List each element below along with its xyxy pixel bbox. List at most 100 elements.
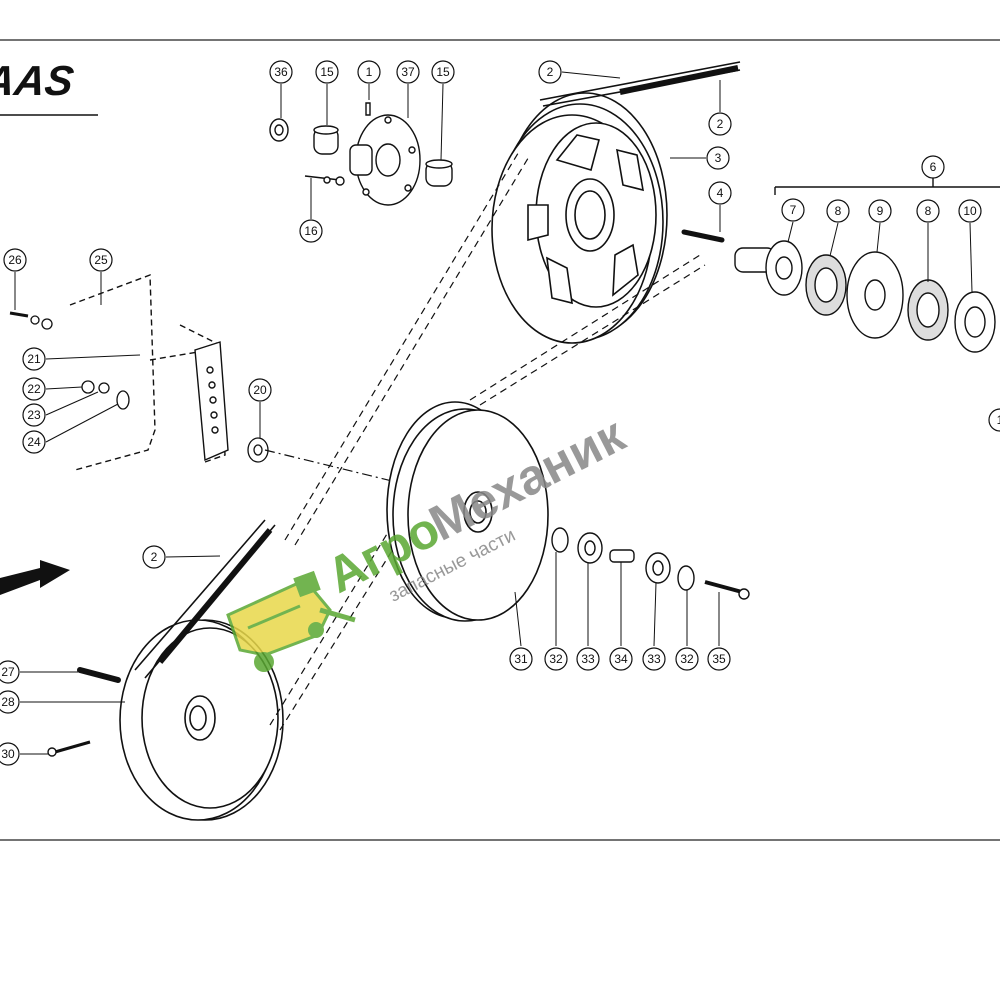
callout-c7: 7 bbox=[781, 198, 805, 222]
callout-number: 33 bbox=[581, 652, 595, 666]
callout-c9: 9 bbox=[868, 199, 892, 223]
callout-c6: 6 bbox=[921, 155, 945, 179]
callout-number: 31 bbox=[514, 652, 528, 666]
callout-circle bbox=[988, 408, 1000, 432]
callout-number: 3 bbox=[715, 151, 722, 165]
callout-number: 8 bbox=[925, 204, 932, 218]
pin-4 bbox=[681, 229, 725, 243]
callout-c4: 4 bbox=[708, 181, 732, 205]
v-belt-top bbox=[539, 61, 741, 107]
callout-number: 9 bbox=[877, 204, 884, 218]
callout-number: 34 bbox=[614, 652, 628, 666]
callout-c23: 23 bbox=[22, 403, 46, 427]
washer-24 bbox=[116, 390, 130, 410]
callout-number: 35 bbox=[712, 652, 726, 666]
circlip-32a bbox=[551, 527, 569, 553]
callout-number: 4 bbox=[717, 186, 724, 200]
callout-number: 15 bbox=[436, 65, 450, 79]
callout-c2a: 2 bbox=[538, 60, 562, 84]
lower-pulley-28 bbox=[119, 619, 284, 821]
callout-circle bbox=[708, 181, 732, 205]
callout-number: 28 bbox=[1, 695, 15, 709]
callout-number: 30 bbox=[1, 747, 15, 761]
callout-circle bbox=[89, 248, 113, 272]
callout-number: 37 bbox=[401, 65, 415, 79]
callout-circle bbox=[315, 60, 339, 84]
bearing-stack bbox=[551, 527, 750, 600]
callout-number: 32 bbox=[680, 652, 694, 666]
nut-22 bbox=[81, 380, 95, 394]
callout-c30: 30 bbox=[0, 742, 20, 766]
callout-c27: 27 bbox=[0, 660, 20, 684]
callout-c22: 22 bbox=[22, 377, 46, 401]
callout-c15a: 15 bbox=[315, 60, 339, 84]
callout-circle bbox=[248, 378, 272, 402]
callout-c3: 3 bbox=[706, 146, 730, 170]
callout-circle bbox=[142, 545, 166, 569]
callout-circle bbox=[269, 60, 293, 84]
callout-c36: 36 bbox=[269, 60, 293, 84]
callout-circle bbox=[431, 60, 455, 84]
bracket-side bbox=[194, 341, 229, 462]
callout-number: 36 bbox=[274, 65, 288, 79]
callout-c2b: 2 bbox=[708, 112, 732, 136]
fasteners-left bbox=[9, 311, 269, 463]
callout-c34: 34 bbox=[609, 647, 633, 671]
grease-nipple-1 bbox=[365, 102, 371, 116]
callout-circle bbox=[22, 347, 46, 371]
callout-c15b: 15 bbox=[431, 60, 455, 84]
callout-c16: 16 bbox=[299, 219, 323, 243]
callout-c33a: 33 bbox=[576, 647, 600, 671]
callout-number: 33 bbox=[647, 652, 661, 666]
callout-c20: 20 bbox=[248, 378, 272, 402]
callout-circle bbox=[396, 60, 420, 84]
callout-number: 1 bbox=[366, 65, 373, 79]
bolt-30 bbox=[47, 740, 91, 757]
callout-circle bbox=[0, 742, 20, 766]
callout-circle bbox=[509, 647, 533, 671]
callout-circle bbox=[921, 155, 945, 179]
leader-lines bbox=[14, 71, 973, 755]
callout-circle bbox=[958, 199, 982, 223]
watermark-combine-icon bbox=[226, 570, 356, 672]
callout-c32b: 32 bbox=[675, 647, 699, 671]
callout-circle bbox=[0, 660, 20, 684]
callout-number: 32 bbox=[549, 652, 563, 666]
callout-circle bbox=[538, 60, 562, 84]
washer-23 bbox=[98, 382, 110, 394]
callout-circle bbox=[609, 647, 633, 671]
brake-assembly bbox=[734, 178, 1000, 353]
callout-circle bbox=[868, 199, 892, 223]
hub-assembly bbox=[269, 102, 453, 206]
bolt-35 bbox=[704, 580, 743, 594]
callout-c26: 26 bbox=[3, 248, 27, 272]
callout-circle bbox=[675, 647, 699, 671]
callout-number: 21 bbox=[27, 352, 41, 366]
callout-number: 1 bbox=[997, 413, 1000, 427]
callout-circle bbox=[3, 248, 27, 272]
callout-number: 23 bbox=[27, 408, 41, 422]
callout-number: 26 bbox=[8, 253, 22, 267]
callout-c1x: 1 bbox=[988, 408, 1000, 432]
callout-circle bbox=[299, 219, 323, 243]
callout-number: 15 bbox=[320, 65, 334, 79]
callout-circle bbox=[707, 647, 731, 671]
direction-arrow bbox=[0, 560, 70, 595]
callout-number: 24 bbox=[27, 435, 41, 449]
callout-circle bbox=[708, 112, 732, 136]
callout-circle bbox=[22, 430, 46, 454]
callout-circle bbox=[642, 647, 666, 671]
callout-number: 20 bbox=[253, 383, 267, 397]
callout-circle bbox=[706, 146, 730, 170]
claas-logo: AAS bbox=[0, 57, 98, 116]
callout-c37: 37 bbox=[396, 60, 420, 84]
callout-c8a: 8 bbox=[826, 199, 850, 223]
callout-circle bbox=[0, 690, 20, 714]
callout-circle bbox=[22, 403, 46, 427]
callout-c1: 1 bbox=[357, 60, 381, 84]
callout-circle bbox=[22, 377, 46, 401]
bolt-16 bbox=[304, 175, 341, 181]
